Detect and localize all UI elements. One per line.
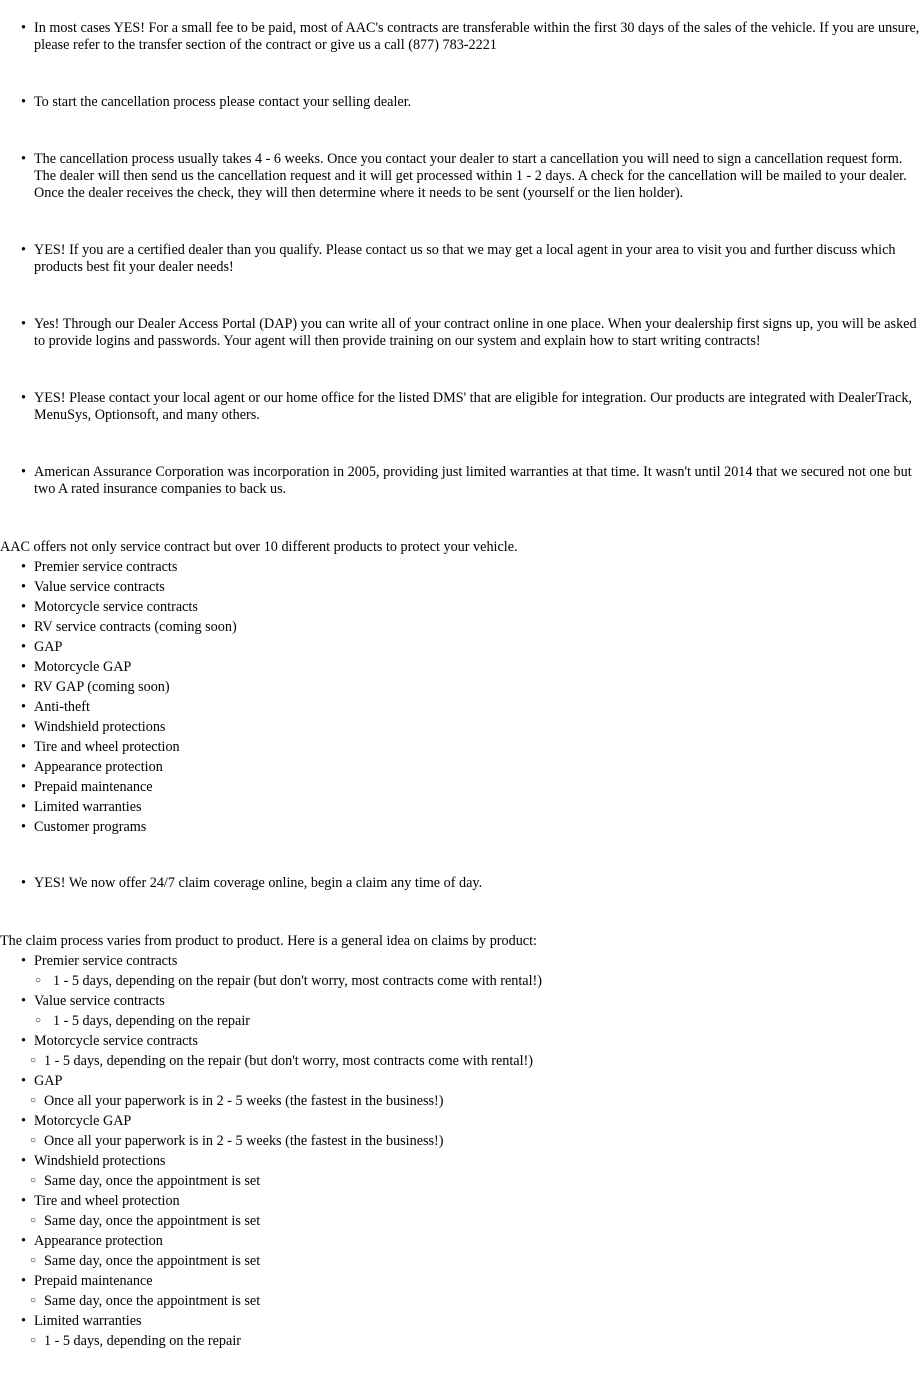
claim-detail: 1 - 5 days, depending on the repair (but… <box>0 1051 920 1071</box>
faq-answer-text: In most cases YES! For a small fee to be… <box>0 20 920 54</box>
list-item: Anti-theft <box>0 697 920 717</box>
claims-intro: The claim process varies from product to… <box>0 933 537 949</box>
claim-product: Value service contracts <box>0 991 920 1011</box>
list-item: Motorcycle GAP <box>0 657 920 677</box>
claim-detail: Same day, once the appointment is set <box>0 1251 920 1271</box>
list-item: Motorcycle service contracts <box>0 597 920 617</box>
list-item: Limited warranties <box>0 797 920 817</box>
claim-group: Value service contracts 1 - 5 days, depe… <box>0 991 920 1031</box>
claim-group: GAP Once all your paperwork is in 2 - 5 … <box>0 1071 920 1111</box>
list-item: RV GAP (coming soon) <box>0 677 920 697</box>
claim-group: Tire and wheel protection Same day, once… <box>0 1191 920 1231</box>
faq-answer-cancel-process: The cancellation process usually takes 4… <box>0 151 920 202</box>
list-item: Value service contracts <box>0 577 920 597</box>
list-item: Windshield protections <box>0 717 920 737</box>
claim-product: Tire and wheel protection <box>0 1191 920 1211</box>
faq-answer-text: The cancellation process usually takes 4… <box>0 151 920 202</box>
faq-answer-text: YES! If you are a certified dealer than … <box>0 242 920 276</box>
products-intro: AAC offers not only service contract but… <box>0 539 518 555</box>
list-item: Appearance protection <box>0 757 920 777</box>
claim-group: Motorcycle GAP Once all your paperwork i… <box>0 1111 920 1151</box>
claim-product: Premier service contracts <box>0 951 920 971</box>
faq-answer-online-portal: Yes! Through our Dealer Access Portal (D… <box>0 316 920 350</box>
claim-detail: Same day, once the appointment is set <box>0 1211 920 1231</box>
claim-product: Motorcycle service contracts <box>0 1031 920 1051</box>
faq-answer-history: American Assurance Corporation was incor… <box>0 464 920 498</box>
claim-product: Appearance protection <box>0 1231 920 1251</box>
list-item: Customer programs <box>0 817 920 837</box>
claim-group: Prepaid maintenance Same day, once the a… <box>0 1271 920 1311</box>
list-item: RV service contracts (coming soon) <box>0 617 920 637</box>
claim-group: Appearance protection Same day, once the… <box>0 1231 920 1271</box>
claim-product: Windshield protections <box>0 1151 920 1171</box>
faq-answer-text: YES! We now offer 24/7 claim coverage on… <box>0 875 920 892</box>
claim-detail: Once all your paperwork is in 2 - 5 week… <box>0 1091 920 1111</box>
faq-answer-dealer-qualify: YES! If you are a certified dealer than … <box>0 242 920 276</box>
claim-group: Windshield protections Same day, once th… <box>0 1151 920 1191</box>
products-list: Premier service contracts Value service … <box>0 557 920 837</box>
claim-product: Motorcycle GAP <box>0 1111 920 1131</box>
faq-answer-text: YES! Please contact your local agent or … <box>0 390 920 424</box>
claim-detail: 1 - 5 days, depending on the repair (but… <box>0 971 920 991</box>
list-item: Premier service contracts <box>0 557 920 577</box>
claims-list: Premier service contracts 1 - 5 days, de… <box>0 951 920 1351</box>
list-item: Tire and wheel protection <box>0 737 920 757</box>
list-item: GAP <box>0 637 920 657</box>
claim-detail: Same day, once the appointment is set <box>0 1291 920 1311</box>
claim-detail: Same day, once the appointment is set <box>0 1171 920 1191</box>
claim-group: Premier service contracts 1 - 5 days, de… <box>0 951 920 991</box>
faq-answer-cancel-start: To start the cancellation process please… <box>0 94 920 111</box>
faq-answer-text: Yes! Through our Dealer Access Portal (D… <box>0 316 920 350</box>
faq-answer-claims-online: YES! We now offer 24/7 claim coverage on… <box>0 875 920 892</box>
faq-answer-dms-integration: YES! Please contact your local agent or … <box>0 390 920 424</box>
claim-detail: Once all your paperwork is in 2 - 5 week… <box>0 1131 920 1151</box>
claim-group: Limited warranties 1 - 5 days, depending… <box>0 1311 920 1351</box>
claim-detail: 1 - 5 days, depending on the repair <box>0 1011 920 1031</box>
claim-product: GAP <box>0 1071 920 1091</box>
claim-product: Prepaid maintenance <box>0 1271 920 1291</box>
claim-detail: 1 - 5 days, depending on the repair <box>0 1331 920 1351</box>
claim-group: Motorcycle service contracts 1 - 5 days,… <box>0 1031 920 1071</box>
faq-answer-text: American Assurance Corporation was incor… <box>0 464 920 498</box>
faq-answer-text: To start the cancellation process please… <box>0 94 920 111</box>
list-item: Prepaid maintenance <box>0 777 920 797</box>
claim-product: Limited warranties <box>0 1311 920 1331</box>
faq-answer-transfer: In most cases YES! For a small fee to be… <box>0 20 920 54</box>
